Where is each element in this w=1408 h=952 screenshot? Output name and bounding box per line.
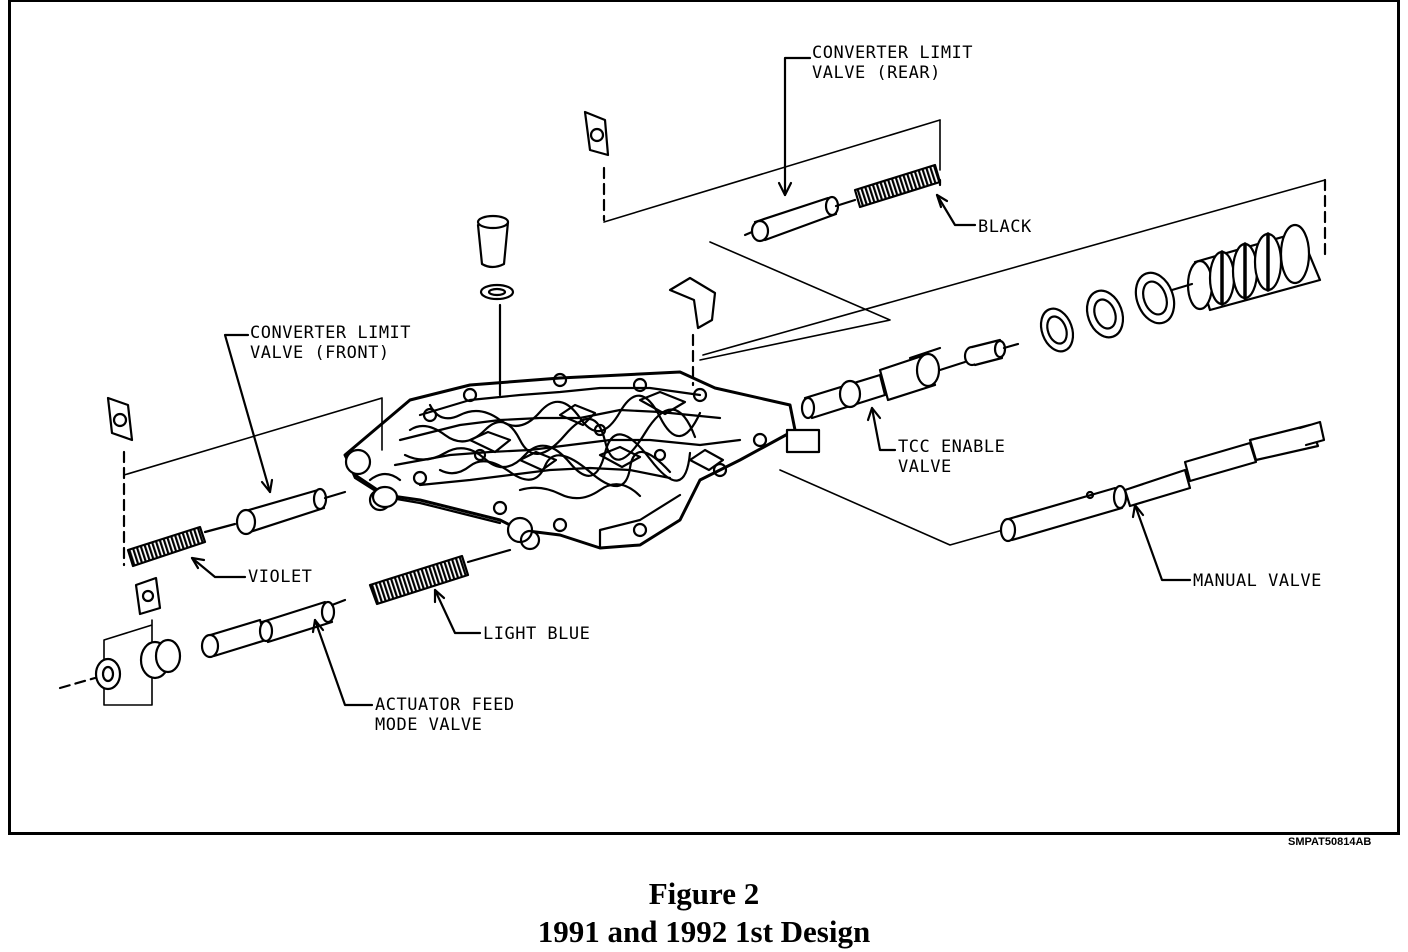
- tcc-washer-2: [1085, 289, 1125, 339]
- manual-valve: [999, 420, 1326, 543]
- label-tcc-line1: TCC ENABLE: [898, 437, 1005, 457]
- diagram-frame: [8, 0, 1400, 835]
- rear-converter-limit-valve: [743, 195, 840, 243]
- label-light-blue-spring: LIGHT BLUE: [483, 624, 590, 644]
- label-clv-front-line1: CONVERTER LIMIT: [250, 323, 411, 343]
- orifice-cup: [476, 214, 510, 269]
- front-converter-limit-valve: [235, 487, 328, 536]
- figure-subtitle: 1991 and 1992 1st Design: [537, 914, 871, 949]
- figure-code: SMPAT50814AB: [1288, 836, 1372, 848]
- label-clv-front-line2: VALVE (FRONT): [250, 343, 390, 363]
- actuator-feed-mode-valve: [200, 598, 347, 659]
- lower-retainer-clip: [134, 576, 162, 616]
- label-actuator-line2: MODE VALVE: [375, 715, 482, 735]
- label-clv-rear-line1: CONVERTER LIMIT: [812, 43, 973, 63]
- label-tcc-line2: VALVE: [898, 457, 952, 477]
- lower-end-plug: [94, 638, 182, 691]
- label-actuator-line1: ACTUATOR FEED: [375, 695, 515, 715]
- accumulator-piston: [1186, 223, 1322, 312]
- tcc-enable-valve: [800, 346, 942, 420]
- label-manual-valve: MANUAL VALVE: [1193, 571, 1322, 591]
- valve-body-casting: [343, 370, 821, 551]
- small-plug: [668, 276, 717, 330]
- valve-body-exploded-diagram: CONVERTER LIMIT VALVE (REAR) BLACK CONVE…: [58, 43, 1327, 735]
- tcc-washer-1: [1039, 307, 1075, 353]
- label-black-spring: BLACK: [978, 217, 1032, 237]
- label-violet-spring: VIOLET: [248, 567, 312, 587]
- rear-retainer-clip: [583, 110, 610, 157]
- light-blue-spring: [368, 554, 470, 606]
- tcc-plug: [963, 338, 1020, 367]
- front-retainer-clip: [106, 396, 134, 442]
- black-spring: [853, 163, 942, 209]
- figure-title: Figure 2: [648, 876, 760, 911]
- cup-seal: [479, 283, 515, 301]
- tcc-washer-3: [1134, 271, 1176, 325]
- label-clv-rear-line2: VALVE (REAR): [812, 63, 941, 83]
- violet-spring: [126, 525, 207, 568]
